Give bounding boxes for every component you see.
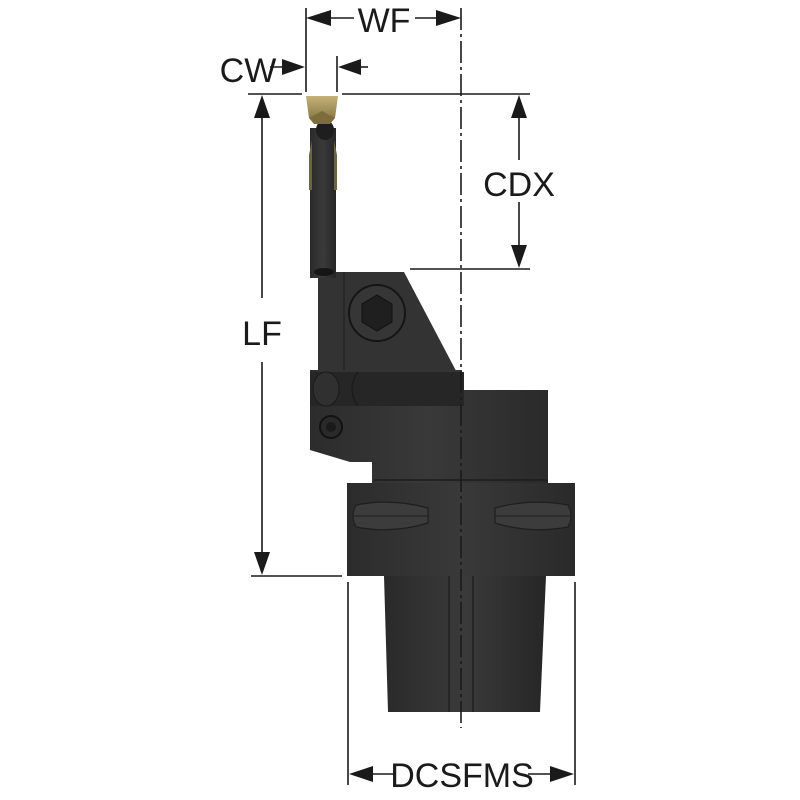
- blade: [310, 128, 336, 278]
- label-cw: CW: [220, 52, 277, 90]
- label-wf: WF: [358, 2, 411, 40]
- dimension-lf: LF: [242, 95, 342, 577]
- hex-socket-icon: [361, 294, 393, 332]
- dimension-dcsfms: DCSFMS: [347, 582, 576, 795]
- cutting-insert: [306, 96, 338, 118]
- label-cdx: CDX: [483, 166, 555, 204]
- dimension-wf: WF: [305, 2, 461, 92]
- shank: [384, 576, 546, 712]
- label-lf: LF: [242, 315, 282, 353]
- dimension-cdx: CDX: [410, 95, 555, 270]
- label-dcsfms: DCSFMS: [390, 757, 534, 795]
- dimension-cw: CW: [220, 52, 368, 92]
